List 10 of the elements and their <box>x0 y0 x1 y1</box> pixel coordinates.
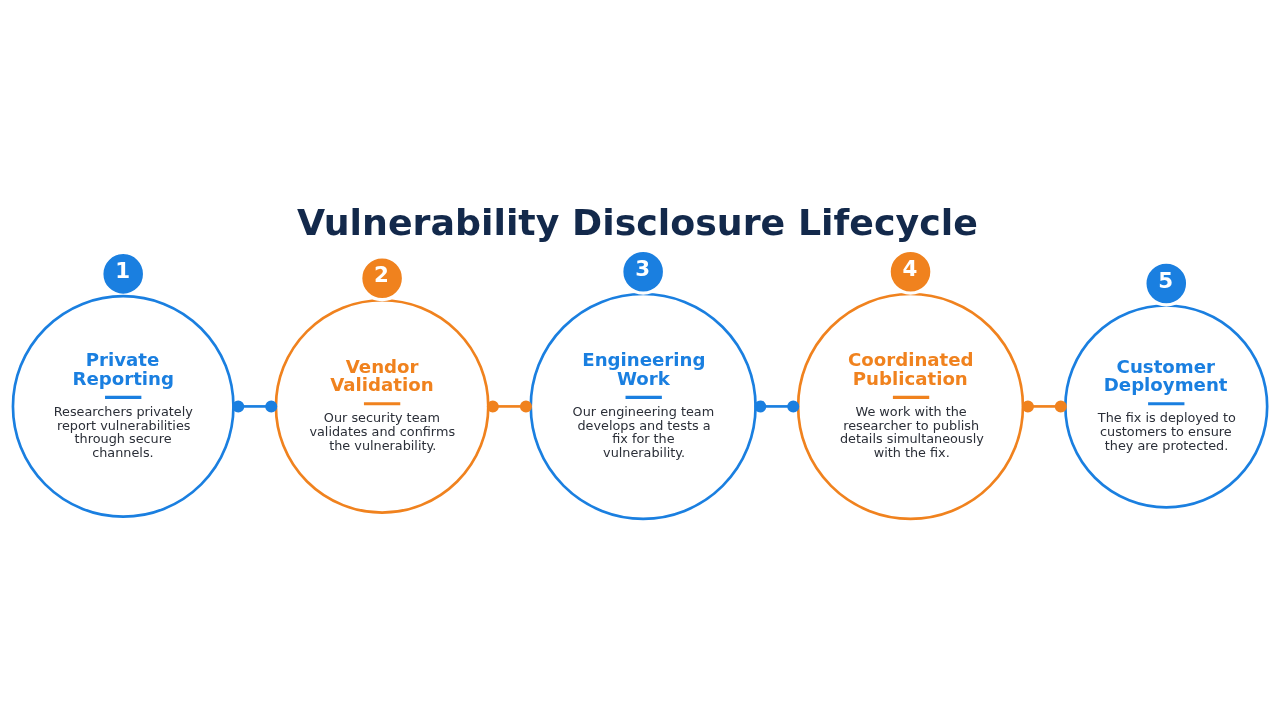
connector <box>1021 399 1067 412</box>
node-circle: Engineering Work Our engineering team develops and tests a fix for the vulnerability. <box>529 292 757 520</box>
connector <box>486 399 532 412</box>
node-circle: Coordinated Publication We work with the researcher to publish details simultaneously with the fix. <box>796 292 1025 520</box>
connector <box>232 399 278 412</box>
node-circle: Vendor Validation Our security team validates and confirms the vulnerability. <box>274 298 490 514</box>
node-circle: Private Reporting Researchers privately report vulnerabilities through secure channels. <box>11 294 235 518</box>
connector <box>754 399 800 412</box>
diagram-title: Vulnerability Disclosure Lifecycle <box>296 200 978 244</box>
node-circle: Customer Deployment The fix is deployed to customers to ensure they are protected. <box>1064 303 1269 509</box>
